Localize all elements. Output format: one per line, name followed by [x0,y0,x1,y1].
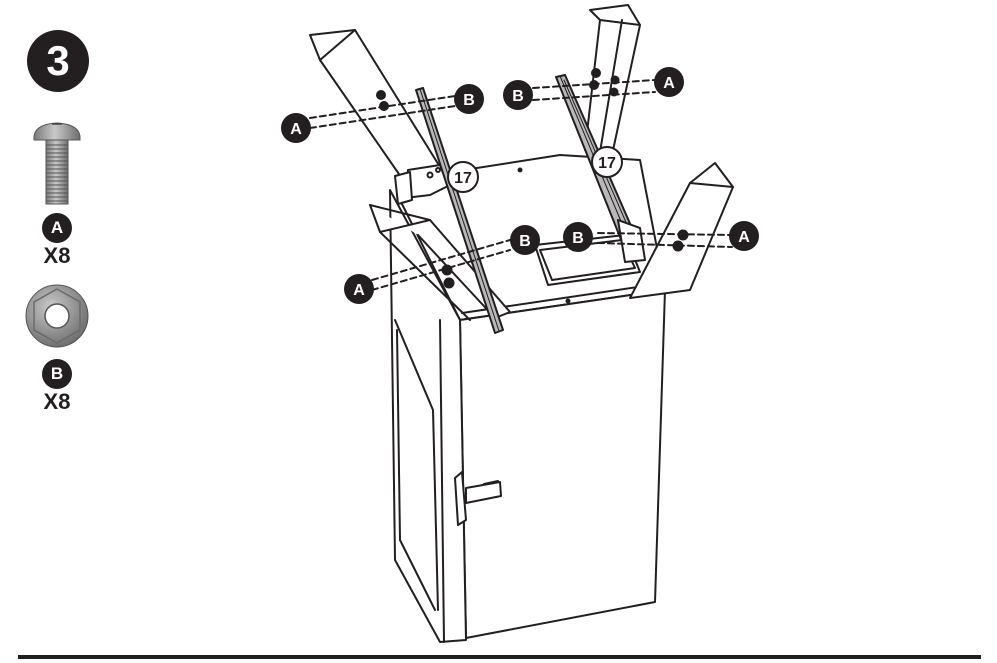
leg-back-right [584,4,641,156]
part-b-label: B [42,359,72,389]
callout-a-front-left: A [344,274,374,304]
svg-text:B: B [512,88,524,105]
svg-text:A: A [353,282,365,299]
part-b-quantity: X8 [43,389,71,414]
cabinet-left-side [389,189,467,643]
svg-text:A: A [663,75,675,92]
part-a-quantity: X8 [43,243,71,268]
part-b-group: B X8 [22,280,92,414]
callout-b-back-left: B [454,84,484,114]
leg-front-left [369,204,511,321]
svg-text:B: B [519,233,531,250]
bottom-divider [18,655,981,659]
alignment-lines [309,79,733,291]
callout-b-front-left: B [510,225,540,255]
svg-text:A: A [290,121,302,138]
part-a-label: A [42,213,72,243]
svg-text:B: B [572,230,584,247]
step-number-badge: 3 [27,30,89,92]
part-17-callout-left: 17 [447,161,479,193]
callout-a-back-left: A [281,113,311,143]
callout-b-front-right: B [563,222,593,252]
callout-b-back-right: B [503,80,533,110]
part-17-label-left: 17 [454,170,472,187]
bracket-back-left [394,164,449,205]
cabinet-door [457,289,666,641]
part-17-label-right: 17 [598,155,616,172]
door-latch [454,471,502,526]
flange-nut-icon [25,284,89,348]
part-a-group: A X8 [22,118,92,268]
callout-a-back-right: A [654,67,684,97]
part-17-callout-right: 17 [591,146,623,178]
svg-text:A: A [738,229,750,246]
svg-text:B: B [463,92,475,109]
callout-badges: A B B A A B B A [281,67,759,304]
screw-icon [33,122,81,205]
callout-a-front-right: A [729,221,759,251]
